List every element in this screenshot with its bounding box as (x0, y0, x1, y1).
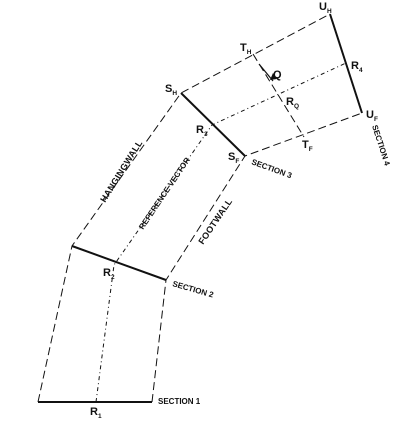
label-R1: R1 (90, 406, 102, 420)
reference-vector-label: REFERENCE VECTOR (137, 156, 192, 231)
label-R2: R2 (103, 267, 115, 281)
footwall-label: FOOTWALL (196, 197, 234, 247)
section-2-label: SECTION 2 (171, 279, 215, 299)
hangingwall-boundary (37, 13, 331, 403)
section-3-label: SECTION 3 (250, 157, 293, 180)
label-TF: TF (302, 139, 313, 153)
label-R4: R4 (351, 60, 363, 74)
label-TH: TH (240, 42, 252, 56)
q-arrow-shaft (258, 63, 274, 82)
footwall-boundary (151, 112, 363, 403)
section-4-label: SECTION 4 (370, 124, 392, 167)
q-arrow-head (270, 73, 277, 80)
section-4-line (329, 13, 363, 114)
reference-vector-line (95, 62, 347, 403)
label-R3: R3 (196, 124, 208, 138)
label-SF: SF (228, 151, 239, 165)
section-2-line (71, 245, 167, 281)
label-Q: Q (273, 69, 282, 81)
label-RQ: RQ (286, 96, 299, 110)
hangingwall-label: HANGINGWALL (98, 138, 144, 204)
label-UH: UH (319, 1, 332, 15)
label-SH: SH (165, 83, 177, 97)
label-UF: UF (366, 109, 378, 123)
section-1-label: SECTION 1 (158, 397, 201, 406)
